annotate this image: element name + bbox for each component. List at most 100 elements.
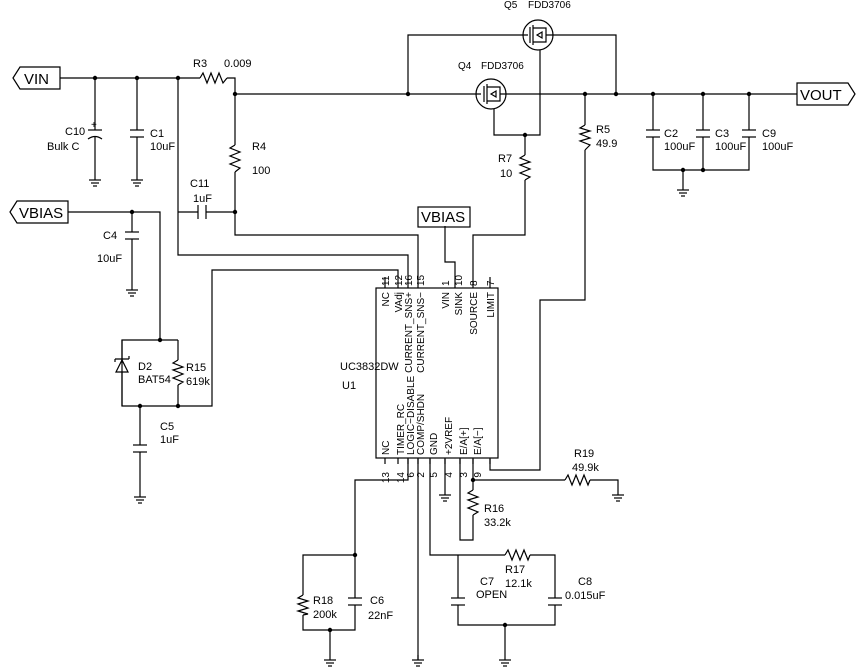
ic-top-pin-name: VIN	[441, 292, 452, 309]
capacitor-c9: C9 100uF	[742, 128, 793, 153]
ic-bottom-pin-number: 6	[406, 472, 417, 478]
r17-ref: R17	[505, 564, 525, 576]
ic-top-pin-number: 15	[416, 274, 427, 286]
r19-ref: R19	[574, 448, 594, 460]
c9-value: 100uF	[762, 141, 793, 153]
ic-bottom-pin-number: 4	[444, 472, 455, 478]
r3-value: 0.009	[224, 58, 252, 70]
ic-bottom-pin-name: E/A[+]	[459, 427, 470, 455]
diode-d2: D2 BAT54	[114, 340, 171, 406]
r7-value: 10	[500, 168, 512, 180]
r16-ref: R16	[484, 503, 504, 515]
junctions	[92, 75, 752, 633]
capacitor-c3: C3 100uF	[696, 128, 746, 153]
net-flag-vbias: VBIAS	[9, 200, 69, 224]
ic-top-pin-name: SOURCE	[469, 292, 480, 335]
r4-ref: R4	[252, 141, 266, 153]
capacitor-c2: C2 100uF	[646, 128, 695, 153]
resistor-r15: R15 619k	[171, 359, 210, 388]
ground-icon	[611, 489, 625, 502]
c4-ref: C4	[103, 230, 117, 242]
capacitor-c6: C6 22nF	[348, 595, 393, 622]
c10-ref: C10	[65, 126, 85, 138]
ic-bottom-pin-name: COMP/SHDN	[416, 394, 427, 455]
ic-bottom-pin-number: 9	[473, 472, 484, 478]
c8-ref: C8	[578, 576, 592, 588]
resistor-r3: R3 0.009	[193, 58, 252, 85]
capacitor-c5: C5 1uF	[133, 421, 179, 453]
resistor-r18: R18 200k	[295, 594, 337, 621]
c10-value: Bulk C	[47, 141, 79, 153]
ic-top-pin-name: CURRENT_SNS−	[416, 292, 427, 373]
ic-bottom-pin-name: +2VREF	[444, 417, 455, 455]
ground-icon	[438, 489, 452, 502]
r17-value: 12.1k	[505, 578, 532, 590]
ic-bottom-pin-name: TIMER_RC	[396, 404, 407, 455]
c5-value: 1uF	[160, 434, 179, 446]
r18-value: 200k	[313, 609, 337, 621]
c9-ref: C9	[762, 128, 776, 140]
q4-ref: Q4	[458, 61, 472, 72]
ic-top-pin-number: 16	[404, 274, 415, 286]
net-flag-vout: VOUT	[796, 82, 856, 106]
d2-ref: D2	[138, 361, 152, 373]
c2-ref: C2	[664, 128, 678, 140]
c6-value: 22nF	[368, 610, 393, 622]
c7-value: OPEN	[476, 589, 507, 601]
ic-top-pin-number: 7	[486, 280, 497, 286]
ic-bottom-pin-name: GND	[429, 433, 440, 455]
ic-bottom-pin-name: LOGIC−DISABLE	[406, 375, 417, 455]
c4-value: 10uF	[97, 253, 122, 265]
ic-top-pin-name: NC	[381, 292, 392, 306]
capacitor-c4: C4 10uF	[97, 230, 139, 265]
c3-ref: C3	[715, 128, 729, 140]
mosfet-q5: Q5 FDD3706	[504, 0, 571, 55]
net-box-vbias: VBIAS	[417, 206, 471, 228]
c11-value: 1uF	[193, 193, 212, 205]
ic-bottom-pin-number: 5	[429, 472, 440, 478]
resistor-r19: R19 49.9k	[564, 448, 599, 487]
r4-value: 100	[252, 165, 270, 177]
q4-value: FDD3706	[481, 61, 524, 72]
c3-value: 100uF	[715, 141, 746, 153]
net-label-vin: VIN	[24, 71, 49, 88]
ground-icon	[133, 491, 147, 504]
ic-bottom-pin-number: 3	[459, 472, 470, 478]
r15-ref: R15	[186, 362, 206, 374]
ground-icon	[88, 174, 102, 187]
resistor-r17: R17 12.1k	[504, 548, 532, 590]
resistor-r16: R16 33.2k	[466, 489, 511, 529]
mosfet-q4: Q4 FDD3706	[458, 61, 524, 110]
svg-text:+: +	[91, 120, 97, 131]
r19-value: 49.9k	[572, 462, 599, 474]
ic-top-pin-number: 8	[469, 280, 480, 286]
c5-ref: C5	[160, 421, 174, 433]
d2-value: BAT54	[138, 374, 171, 386]
resistor-r5: R5 49.9	[578, 124, 617, 151]
c7-ref: C7	[480, 576, 494, 588]
r5-value: 49.9	[596, 138, 617, 150]
ground-icon	[125, 284, 139, 297]
ic-bottom-pin-number: 14	[396, 472, 407, 484]
ic-bottom-pin-number: 2	[416, 472, 427, 478]
c1-value: 10uF	[150, 141, 175, 153]
ground-icon	[676, 184, 690, 197]
ic-bottom-pin-name: E/A[−]	[473, 427, 484, 455]
ground-icon	[130, 174, 144, 187]
ground-icon	[323, 654, 337, 667]
ic-top-pin-number: 11	[381, 275, 392, 286]
ic-ref: U1	[342, 380, 356, 392]
ic-bottom-pin-name: NC	[381, 441, 392, 455]
ic-top-pin-name: LIMIT	[486, 292, 497, 318]
ground-icon	[498, 654, 512, 667]
ic-part-number: UC3832DW	[340, 361, 399, 373]
c2-value: 100uF	[664, 141, 695, 153]
net-label-vbias: VBIAS	[19, 205, 63, 222]
net-flag-vin: VIN	[12, 66, 61, 90]
ic-pin-labels: 11NC12VAdj16CURRENT_SNS+15CURRENT_SNS−1V…	[381, 274, 497, 483]
capacitor-c10: + C10 Bulk C	[47, 120, 103, 153]
c8-value: 0.015uF	[565, 590, 606, 602]
c6-ref: C6	[370, 595, 384, 607]
net-label-vout: VOUT	[800, 87, 842, 104]
